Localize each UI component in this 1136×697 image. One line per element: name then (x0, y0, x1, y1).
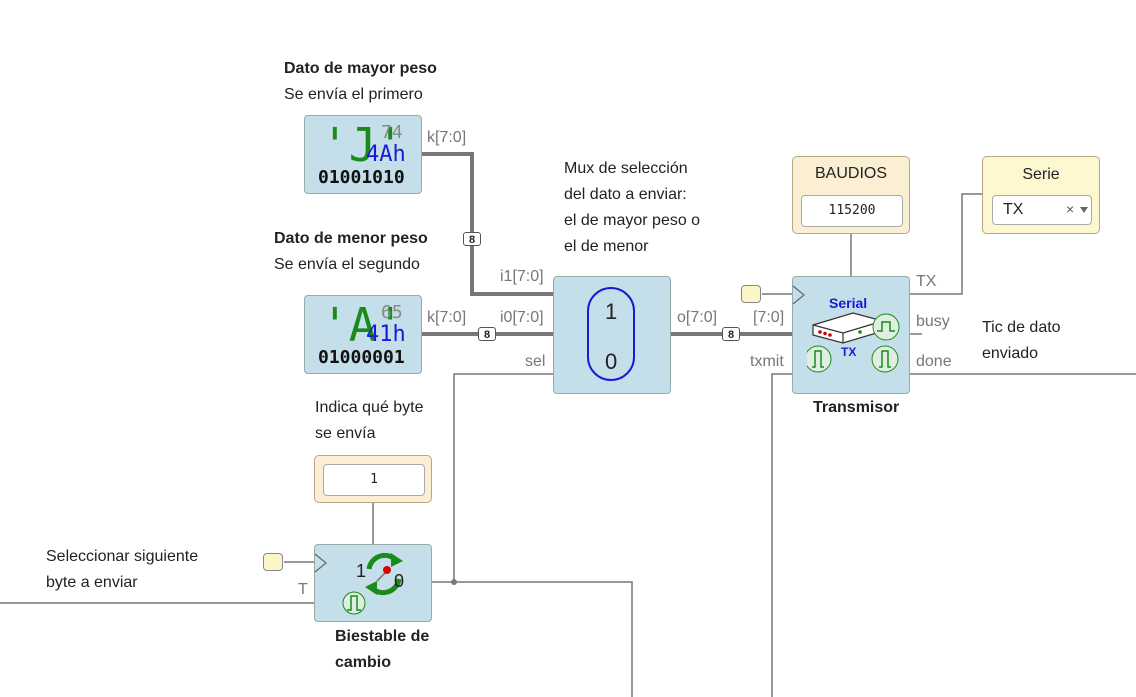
mux-input-0: 0 (605, 349, 618, 374)
port-tx-out: TX (916, 273, 937, 290)
const-mayor-char: 'J' (321, 118, 405, 172)
port-mux-i1: i1[7:0] (500, 268, 544, 285)
port-mux-sel: sel (525, 353, 546, 370)
note-mux-2: del dato a enviar: (564, 186, 687, 203)
clear-icon[interactable]: × (1066, 201, 1075, 217)
biestable-title-1: Biestable de (335, 628, 430, 645)
constant-menor-block[interactable]: 'A' 65 41h 01000001 (304, 295, 422, 374)
serial-label: Serial (829, 295, 868, 311)
serie-title: Serie (1022, 166, 1060, 183)
port-const-mayor: k[7:0] (427, 129, 467, 146)
note-mayor-title: Dato de mayor peso (284, 60, 437, 77)
const-menor-bin: 01000001 (318, 347, 405, 368)
port-const-menor: k[7:0] (427, 309, 467, 326)
biestable-block[interactable]: 1 0 (314, 544, 432, 622)
note-indica-2: se envía (315, 425, 376, 442)
note-mux-4: el de menor (564, 238, 649, 255)
note-selecc-1: Seleccionar siguiente (46, 548, 199, 565)
const-menor-char: 'A' (321, 298, 405, 352)
biestable-init-input[interactable]: 1 (323, 464, 425, 496)
bus-mayor-to-mux[interactable] (422, 152, 553, 296)
note-indica-1: Indica qué byte (315, 399, 424, 416)
mux-block[interactable]: 1 0 (553, 276, 671, 394)
clock-input-biestable[interactable] (263, 553, 283, 571)
note-mux-3: el de mayor peso o (564, 212, 701, 229)
wire-txmit[interactable] (771, 373, 792, 697)
port-tx-txmit: txmit (750, 353, 784, 370)
note-menor-sub: Se envía el segundo (274, 256, 420, 273)
transmisor-block[interactable]: Serial TX (792, 276, 910, 394)
mux-input-1: 1 (605, 299, 618, 324)
const-mayor-hex: 4Ah (366, 142, 406, 167)
constant-mayor-block[interactable]: 'J' 74 4Ah 01001010 (304, 115, 422, 194)
note-tic-2: enviado (982, 345, 1039, 362)
const-mayor-bin: 01001010 (318, 167, 405, 188)
port-tx-done: done (916, 353, 952, 370)
clock-edge-icon (792, 285, 805, 305)
note-tic-1: Tic de dato (982, 319, 1061, 336)
port-tx-data: [7:0] (753, 309, 785, 326)
wire-junction (451, 579, 457, 585)
mux-symbol (587, 287, 635, 381)
baudios-title: BAUDIOS (814, 165, 887, 182)
toggle-icon (365, 552, 403, 596)
note-mayor-sub: Se envía el primero (284, 86, 423, 103)
biestable-zero: 0 (394, 571, 405, 591)
transmisor-title: Transmisor (813, 399, 900, 416)
const-menor-dec: 65 (381, 302, 403, 323)
wire-biestable-out[interactable] (432, 581, 633, 697)
wire-sel[interactable] (453, 373, 553, 582)
biestable-title-2: cambio (335, 654, 392, 671)
serie-select[interactable]: TX × (992, 195, 1092, 225)
serie-select-value: TX (1003, 201, 1024, 218)
biestable-one: 1 (356, 561, 367, 581)
const-menor-hex: 41h (366, 322, 406, 347)
bus-width-badge: 8 (722, 327, 740, 341)
port-tx-busy: busy (916, 313, 950, 330)
bus-width-badge: 8 (478, 327, 496, 341)
clock-edge-icon (314, 553, 327, 573)
biestable-param: 1 (314, 455, 432, 503)
bus-width-badge: 8 (463, 232, 481, 246)
chevron-down-icon[interactable] (1080, 207, 1088, 213)
note-mux-1: Mux de selección (564, 160, 688, 177)
port-biestable-t: T (298, 581, 308, 598)
baudios-input[interactable]: 115200 (801, 195, 903, 227)
baudios-param: BAUDIOS 115200 (792, 156, 910, 234)
const-mayor-dec: 74 (381, 122, 403, 143)
note-selecc-2: byte a enviar (46, 574, 138, 591)
port-mux-i0: i0[7:0] (500, 309, 544, 326)
port-mux-out: o[7:0] (677, 309, 718, 326)
serie-output: Serie TX × (982, 156, 1100, 234)
note-menor-title: Dato de menor peso (274, 230, 428, 247)
serial-device-icon (807, 312, 900, 373)
clock-input-transmisor[interactable] (741, 285, 761, 303)
pulse-icon (342, 591, 366, 615)
serial-tx-label: TX (841, 345, 857, 359)
wire-tx-out[interactable] (910, 193, 982, 295)
